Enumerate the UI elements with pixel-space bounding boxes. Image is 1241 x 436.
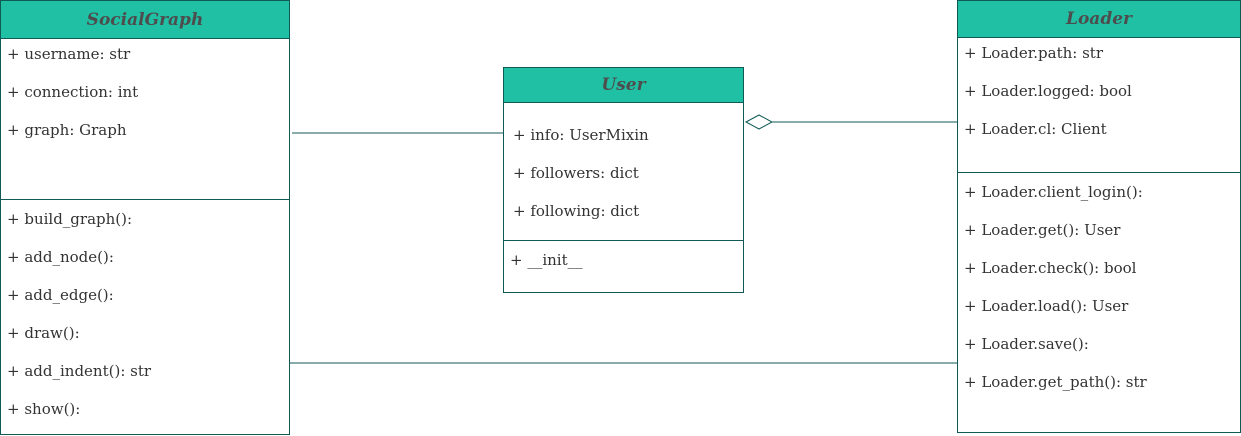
method-row: + add_node():	[7, 248, 114, 266]
method-row: + draw():	[7, 324, 80, 342]
class-socialgraph-header: SocialGraph	[1, 1, 289, 39]
class-loader-methods: + Loader.client_login(): + Loader.get():…	[958, 173, 1240, 432]
class-user[interactable]: User + info: UserMixin + followers: dict…	[503, 67, 744, 293]
class-loader-header: Loader	[958, 1, 1240, 38]
aggregation-diamond-icon	[744, 114, 774, 130]
method-row: + show():	[7, 400, 81, 418]
method-row: + build_graph():	[7, 210, 133, 228]
class-socialgraph-name: SocialGraph	[86, 9, 204, 30]
class-loader-name: Loader	[1066, 9, 1132, 29]
class-user-name: User	[601, 75, 646, 95]
class-socialgraph-methods: + build_graph(): + add_node(): + add_edg…	[1, 200, 289, 434]
method-row: + Loader.check(): bool	[964, 259, 1137, 277]
attribute-row: + followers: dict	[513, 164, 639, 182]
attribute-row: + Loader.logged: bool	[964, 82, 1132, 100]
class-loader[interactable]: Loader + Loader.path: str + Loader.logge…	[957, 0, 1241, 433]
attribute-row: + info: UserMixin	[513, 126, 649, 144]
attribute-row: + graph: Graph	[7, 121, 127, 139]
attribute-row: + Loader.cl: Client	[964, 120, 1107, 138]
attribute-row: + connection: int	[7, 83, 139, 101]
class-socialgraph[interactable]: SocialGraph + username: str + connection…	[0, 0, 290, 435]
method-row: + add_indent(): str	[7, 362, 152, 380]
class-user-methods: + __init__	[504, 241, 743, 292]
method-row: + __init__	[510, 251, 583, 269]
class-user-attributes: + info: UserMixin + followers: dict + fo…	[504, 103, 743, 241]
method-row: + Loader.get(): User	[964, 221, 1121, 239]
method-row: + Loader.get_path(): str	[964, 373, 1147, 391]
class-user-header: User	[504, 68, 743, 103]
class-socialgraph-attributes: + username: str + connection: int + grap…	[1, 39, 289, 200]
class-loader-attributes: + Loader.path: str + Loader.logged: bool…	[958, 38, 1240, 173]
attribute-row: + username: str	[7, 45, 131, 63]
method-row: + add_edge():	[7, 286, 114, 304]
attribute-row: + Loader.path: str	[964, 44, 1103, 62]
method-row: + Loader.load(): User	[964, 297, 1129, 315]
attribute-row: + following: dict	[513, 202, 640, 220]
method-row: + Loader.client_login():	[964, 183, 1143, 201]
method-row: + Loader.save():	[964, 335, 1089, 353]
